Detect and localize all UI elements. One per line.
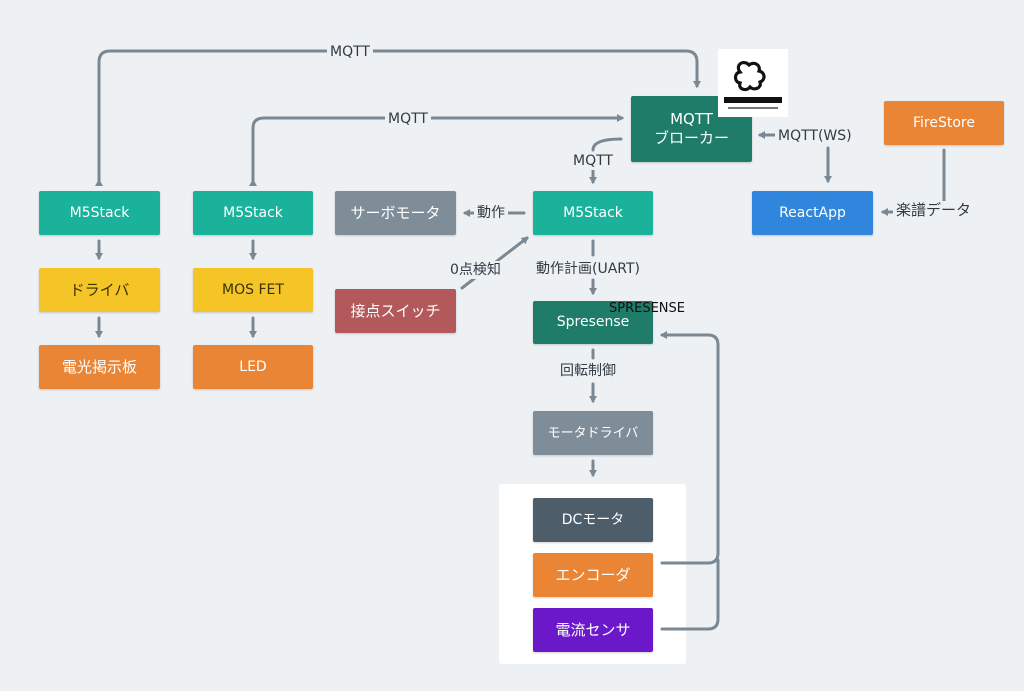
node-react-app[interactable]: ReactApp [752, 191, 873, 235]
label-action: 動作 [474, 204, 508, 222]
cloud-logo-icon [724, 61, 782, 109]
node-label: LED [239, 358, 267, 375]
node-m5stack-mid[interactable]: M5Stack [193, 191, 313, 235]
node-label: DCモータ [561, 511, 625, 528]
node-label: 電流センサ [555, 620, 631, 639]
node-servo-motor[interactable]: サーボモータ [335, 191, 456, 235]
label-zero-detect: 0点検知 [447, 261, 504, 279]
node-label: M5Stack [563, 204, 623, 221]
label-mqtt-ws: MQTT(WS) [775, 127, 855, 145]
node-label: MOS FET [222, 281, 284, 298]
spresense-logo-text: SPRESENSE [609, 301, 685, 316]
edge-mqtt-top [95, 49, 701, 186]
label-mqtt-top: MQTT [327, 43, 373, 61]
node-label: Spresense [556, 314, 630, 330]
node-label: 接点スイッチ [350, 301, 441, 320]
label-score-data: 楽譜データ [893, 201, 975, 219]
node-label: ReactApp [779, 204, 846, 221]
edge-current-feedback [660, 558, 720, 631]
edge-encoder-feedback [660, 331, 720, 565]
node-driver[interactable]: ドライバ [39, 268, 160, 312]
node-motor-driver[interactable]: モータドライバ [533, 411, 653, 455]
node-label: モータドライバ [547, 425, 639, 441]
label-motion-plan: 動作計画(UART) [533, 260, 644, 278]
node-label: M5Stack [69, 204, 130, 221]
node-label-line2: ブローカー [653, 129, 729, 147]
node-label-line1: MQTT [670, 110, 713, 128]
node-firestore[interactable]: FireStore [884, 101, 1004, 145]
node-current-sensor[interactable]: 電流センサ [533, 608, 653, 652]
node-label: FireStore [913, 114, 975, 131]
node-dc-motor[interactable]: DCモータ [533, 498, 653, 542]
node-led[interactable]: LED [193, 345, 313, 389]
node-label: 電光掲示板 [61, 357, 137, 376]
node-label: ドライバ [69, 280, 130, 299]
node-label: M5Stack [223, 204, 283, 221]
node-spresense[interactable]: Spresense [533, 301, 653, 344]
edge-mqtt-mid [249, 114, 624, 186]
node-sign-board[interactable]: 電光掲示板 [39, 345, 160, 389]
sakura-cloud-logo [718, 49, 788, 117]
edge-mqtt-broker-down [591, 137, 623, 152]
label-mqtt-mid: MQTT [385, 110, 431, 128]
node-m5stack-left[interactable]: M5Stack [39, 191, 160, 235]
node-label: エンコーダ [555, 565, 631, 584]
label-rotation-control: 回転制御 [557, 362, 619, 380]
node-m5stack-main[interactable]: M5Stack [533, 191, 653, 235]
node-encoder[interactable]: エンコーダ [533, 553, 653, 597]
label-mqtt-broker-down: MQTT [570, 152, 616, 170]
node-label: サーボモータ [350, 203, 441, 222]
node-contact-switch[interactable]: 接点スイッチ [335, 289, 456, 333]
node-mos-fet[interactable]: MOS FET [193, 268, 313, 312]
